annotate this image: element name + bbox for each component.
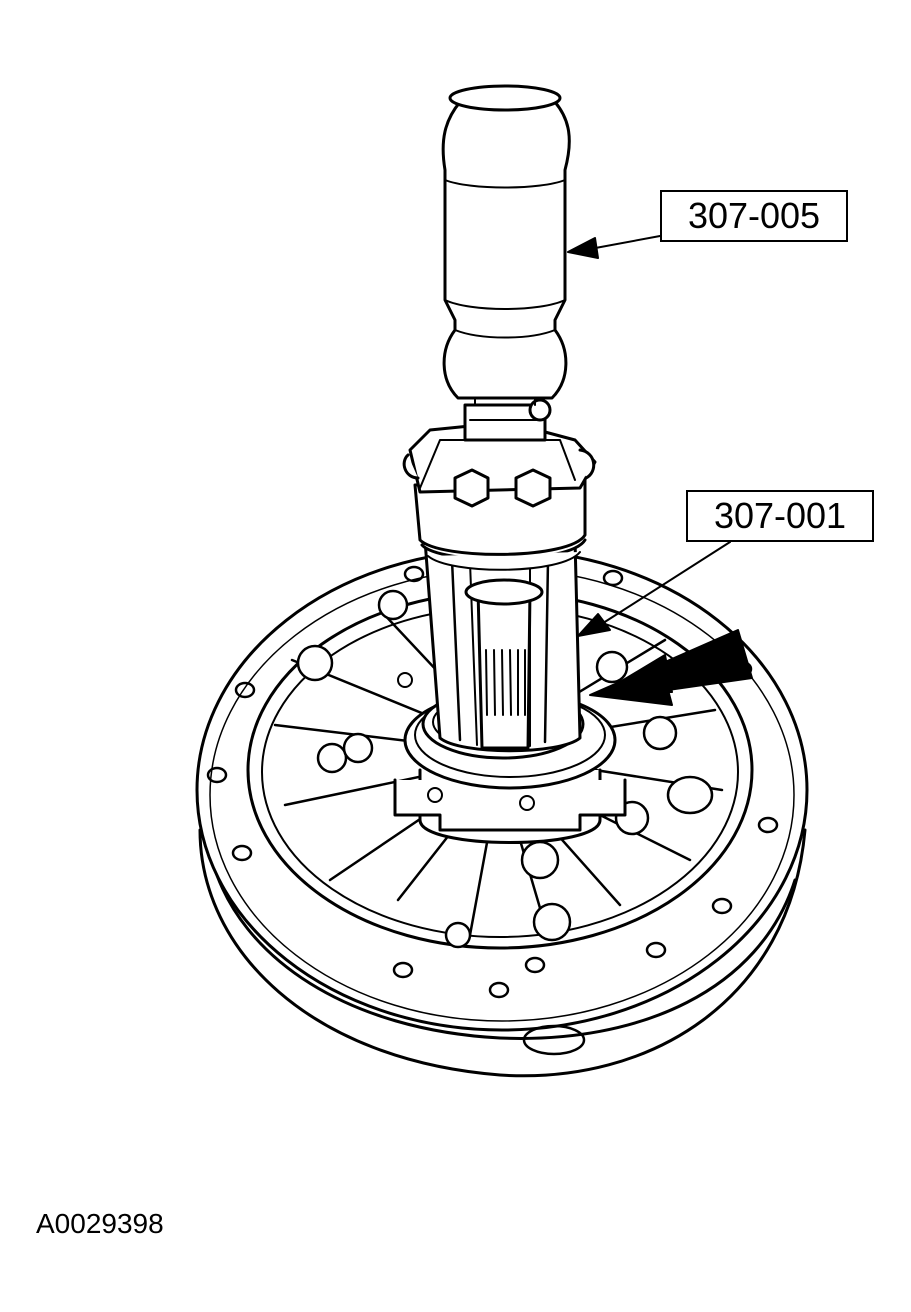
leader-307-005	[567, 235, 661, 259]
figure-id-label: A0029398	[36, 1208, 164, 1239]
leader-307-001	[577, 541, 731, 637]
seal-remover-tool	[402, 398, 597, 753]
flange-bolt-holes	[206, 565, 779, 1056]
callout-seal-remover-307-001: 307-001	[686, 490, 874, 542]
direction-arrows	[589, 629, 753, 706]
rib-bosses	[296, 589, 714, 949]
callout-slide-hammer-307-005: 307-005	[660, 190, 848, 242]
slide-hammer-tool	[441, 84, 571, 406]
